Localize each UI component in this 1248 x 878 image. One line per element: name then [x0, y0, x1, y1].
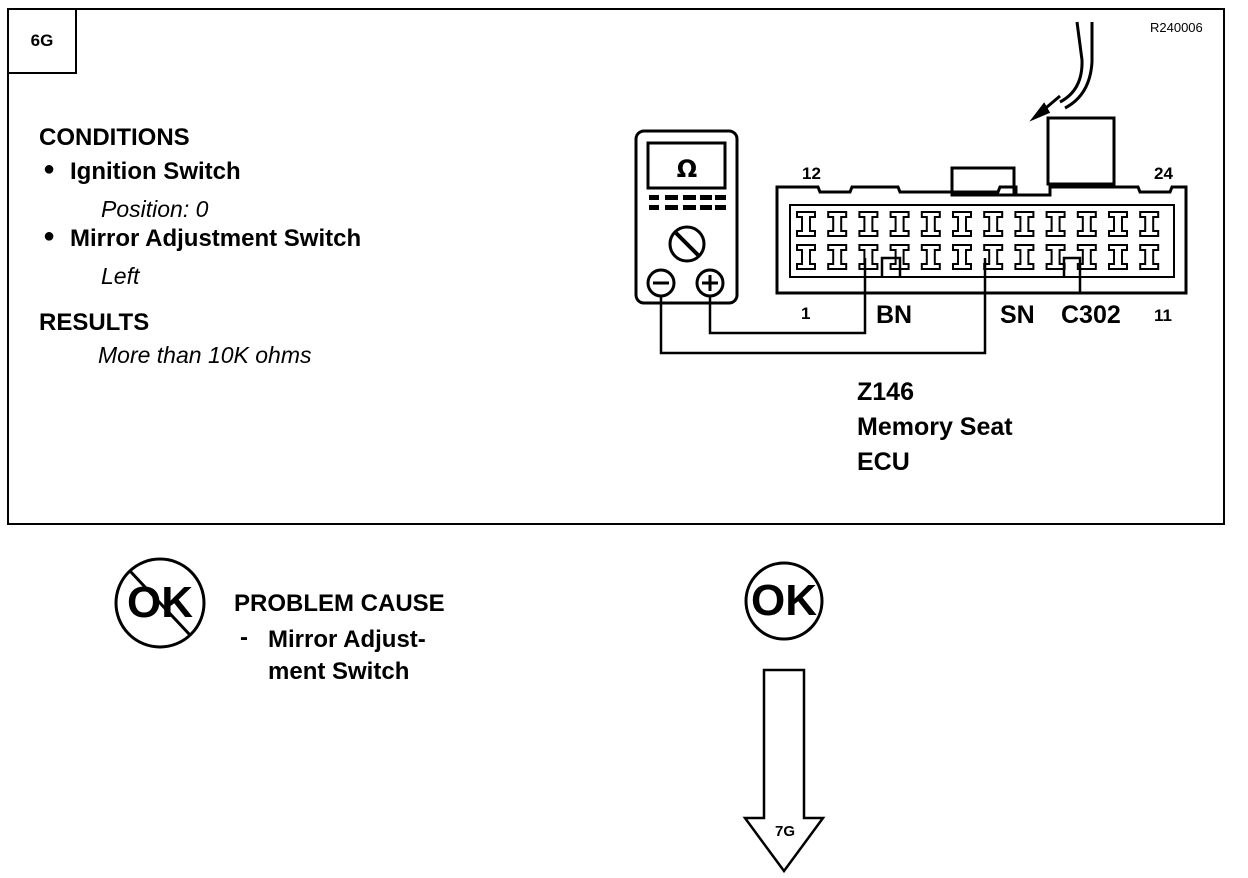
pin-cavity	[1139, 211, 1160, 237]
pin-cavity	[1108, 244, 1128, 270]
ok-badge-label: OK	[751, 576, 817, 625]
not-ok-badge-label: OK	[127, 578, 193, 627]
pin-cavity	[1045, 244, 1066, 270]
next-step-arrow-icon	[742, 668, 826, 873]
pin-cavity	[858, 244, 879, 270]
pin-cavity	[889, 244, 910, 270]
pin-number-12: 12	[802, 164, 821, 183]
component-code: Z146	[857, 378, 914, 406]
pin-cavity	[796, 244, 816, 270]
ok-badge-icon	[744, 561, 824, 641]
problem-cause-line2: ment Switch	[268, 658, 410, 685]
pin-cavity	[952, 211, 972, 237]
pin-cavity	[796, 211, 816, 237]
condition-2-label: Mirror Adjustment Switch	[70, 225, 362, 252]
bullet-icon: ●	[43, 225, 56, 247]
component-name-2: ECU	[857, 448, 910, 476]
connector-id: C302	[1061, 301, 1121, 329]
conditions-heading: CONDITIONS	[39, 124, 190, 151]
condition-2-value: Left	[101, 263, 140, 289]
results-value: More than 10K ohms	[98, 342, 312, 368]
ohm-symbol: Ω	[677, 155, 697, 183]
wire-color-sn: SN	[1000, 301, 1035, 329]
connector-c302	[775, 166, 1188, 295]
pin-cavity	[952, 244, 972, 270]
condition-1-value: Position: 0	[101, 196, 209, 222]
pin-number-11: 11	[1154, 306, 1172, 325]
pin-number-1: 1	[801, 304, 811, 323]
pin-cavity	[858, 211, 879, 237]
component-name: Memory Seat	[857, 413, 1013, 441]
pin-cavity	[827, 244, 848, 270]
problem-cause-heading: PROBLEM CAUSE	[234, 590, 445, 617]
condition-1-label: Ignition Switch	[70, 158, 241, 185]
step-id-label: 6G	[7, 8, 77, 74]
pin-cavity	[1076, 211, 1097, 237]
connector-pins	[796, 211, 1160, 270]
pin-cavity	[920, 244, 941, 270]
pin-cavity	[920, 211, 941, 237]
pin-number-24: 24	[1154, 164, 1173, 183]
wire-color-bn: BN	[876, 301, 913, 329]
results-heading: RESULTS	[39, 309, 150, 336]
pin-cavity	[827, 211, 848, 237]
next-step-label[interactable]: 7G	[774, 823, 795, 840]
pin-cavity	[983, 211, 1004, 237]
pin-cavity	[1139, 244, 1160, 270]
pin-cavity	[1014, 244, 1035, 270]
pin-cavity	[1014, 211, 1035, 237]
ohmmeter-icon	[634, 129, 739, 305]
pin-cavity	[1076, 244, 1097, 270]
test-leads	[659, 258, 987, 355]
harness-cable	[1029, 21, 1116, 186]
problem-cause-line1: Mirror Adjust-	[268, 626, 426, 653]
reference-code: R240006	[1150, 20, 1203, 35]
cause-bullet: -	[240, 624, 248, 651]
not-ok-badge-icon	[114, 557, 206, 649]
pin-cavity	[1108, 211, 1128, 237]
pin-cavity	[983, 244, 1004, 270]
pin-cavity	[889, 211, 910, 237]
test-step-panel	[7, 8, 1225, 525]
bullet-icon: ●	[43, 158, 56, 180]
pin-cavity	[1045, 211, 1066, 237]
